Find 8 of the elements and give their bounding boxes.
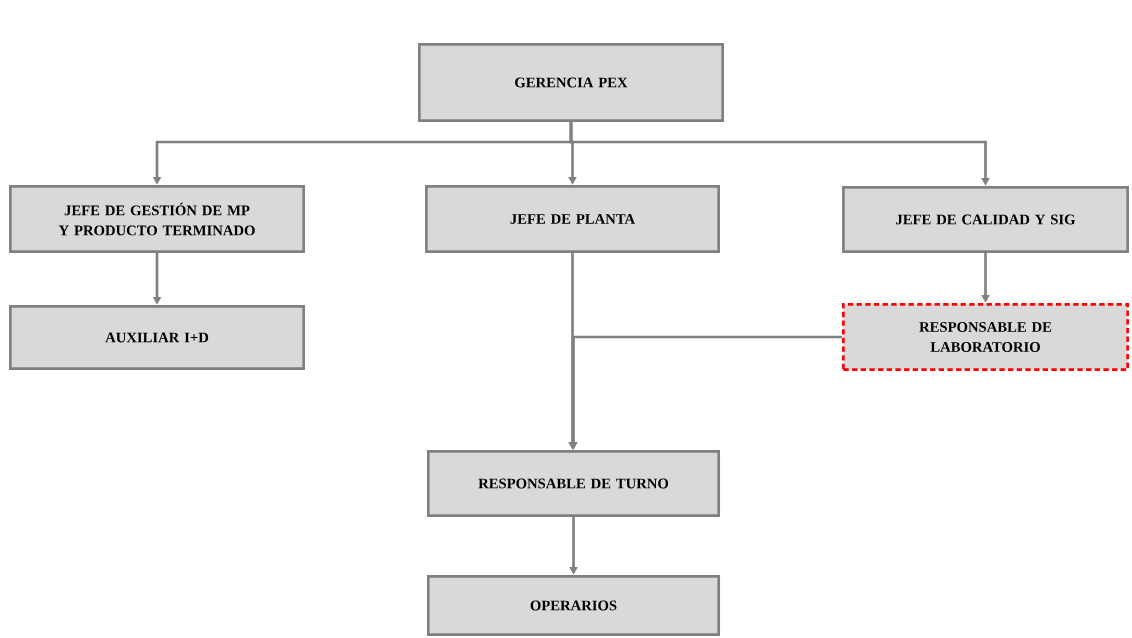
org-box: JEFE DE CALIDAD Y SIG <box>842 186 1129 253</box>
org-box: JEFE DE GESTIÓN DE MP Y PRODUCTO TERMINADO <box>9 185 305 253</box>
org-box: OPERARIOS <box>426 574 721 637</box>
org-box: GERENCIA PEX <box>418 43 724 122</box>
org-box: RESPONSABLE DE TURNO <box>426 450 721 517</box>
org-box: RESPONSABLE DE LABORATORIO <box>842 303 1129 371</box>
org-box: AUXILIAR I+D <box>9 304 305 371</box>
org-box: JEFE DE PLANTA <box>425 185 720 253</box>
